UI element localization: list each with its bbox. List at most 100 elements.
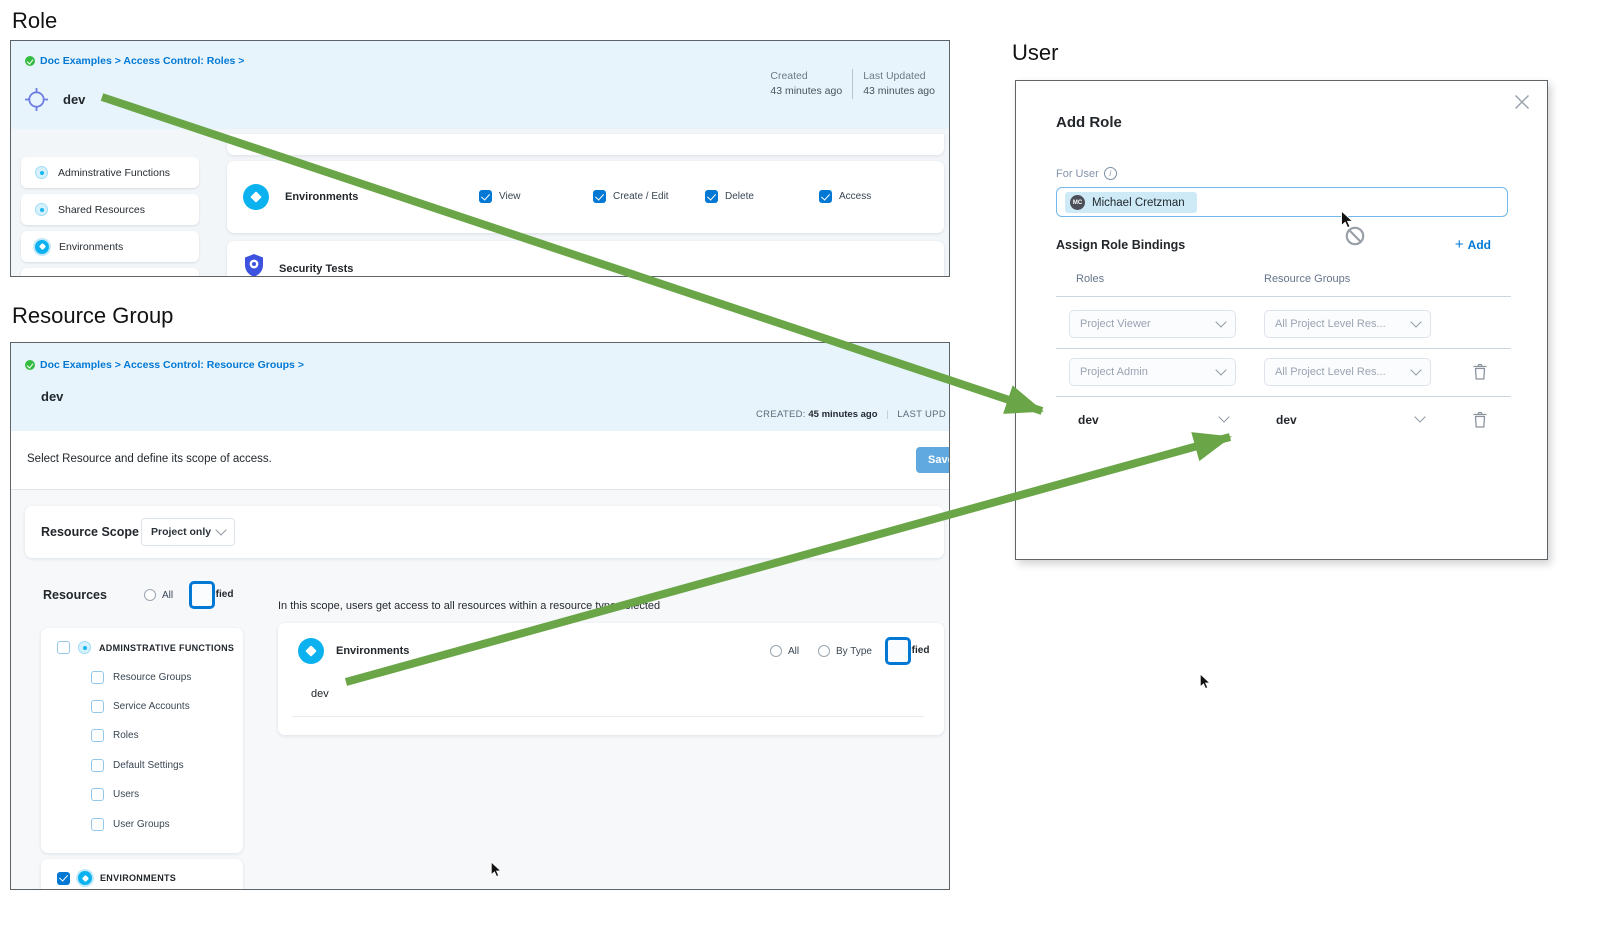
checkbox-unchecked[interactable] — [91, 671, 104, 684]
environments-icon — [35, 239, 49, 254]
resources-radio-specified[interactable]: Specified — [189, 580, 233, 609]
chevron-down-icon[interactable] — [1218, 411, 1230, 423]
role-select-row2[interactable]: Project Admin — [1069, 358, 1236, 386]
resource-tree-card: ADMINSTRATIVE FUNCTIONS Resource Groups … — [41, 628, 243, 853]
role-section-heading: Role — [12, 8, 58, 33]
resource-type-icon — [78, 641, 91, 654]
divider — [1056, 396, 1511, 397]
permission-view[interactable]: View — [479, 190, 521, 203]
permission-delete[interactable]: Delete — [705, 190, 754, 203]
checkbox-checked[interactable] — [593, 190, 606, 203]
for-user-input[interactable]: MC Michael Cretzman — [1056, 187, 1508, 217]
radio-selected[interactable] — [885, 636, 911, 665]
checkbox-checked[interactable] — [57, 871, 70, 885]
tree-item-user-groups[interactable]: User Groups — [91, 818, 170, 831]
radio-unselected[interactable] — [144, 589, 156, 601]
sidebar-item-administrative-functions[interactable]: Adminstrative Functions — [21, 157, 199, 188]
chevron-down-icon[interactable] — [1414, 411, 1426, 423]
mouse-cursor — [1199, 673, 1211, 690]
checkbox-checked[interactable] — [705, 190, 718, 203]
resource-scope-dropdown[interactable]: Project only — [141, 518, 235, 546]
delete-binding-icon[interactable] — [1472, 411, 1488, 429]
breadcrumb[interactable]: Doc Examples > Access Control: Roles > — [25, 55, 244, 67]
project-status-icon — [25, 360, 35, 370]
divider — [1056, 296, 1511, 297]
environments-icon — [298, 638, 324, 664]
checkbox-checked[interactable] — [479, 190, 492, 203]
tree-item-environments[interactable]: ENVIRONMENTS — [57, 871, 176, 885]
permission-resource-name: Security Tests — [279, 263, 354, 275]
for-user-label-row: For User — [1056, 167, 1117, 180]
tree-item-users[interactable]: Users — [91, 788, 139, 801]
resources-label: Resources — [43, 588, 107, 602]
resource-group-title: dev — [41, 389, 64, 404]
breadcrumb-text[interactable]: Doc Examples > Access Control: Resource … — [40, 359, 304, 371]
save-button[interactable]: Save — [916, 447, 949, 473]
scope-radio-by-type[interactable]: By Type — [818, 645, 872, 657]
resources-radio-all[interactable]: All — [144, 589, 173, 601]
environments-icon — [78, 871, 92, 885]
info-icon[interactable] — [1103, 167, 1117, 180]
resource-scope-card: Resource Scope Project only — [25, 506, 944, 558]
tree-item-roles[interactable]: Roles — [91, 729, 139, 742]
role-select-row1[interactable]: Project Viewer — [1069, 310, 1236, 338]
role-target-icon — [25, 88, 48, 111]
environments-icon — [243, 184, 269, 210]
checkbox-unchecked[interactable] — [91, 700, 104, 713]
breadcrumb-text[interactable]: Doc Examples > Access Control: Roles > — [40, 55, 245, 67]
divider — [1056, 348, 1511, 349]
sidebar-item-environments[interactable]: Environments — [21, 231, 199, 262]
permission-access[interactable]: Access — [819, 190, 871, 203]
resource-group-select-row1[interactable]: All Project Level Res... — [1264, 310, 1431, 338]
checkbox-unchecked[interactable] — [91, 729, 104, 742]
user-chip-name: Michael Cretzman — [1092, 196, 1185, 209]
tree-item-resource-groups[interactable]: Resource Groups — [91, 671, 191, 684]
scope-radio-all[interactable]: All — [770, 645, 799, 657]
security-tests-permission-row: Security Tests — [227, 241, 944, 276]
tree-item-default-settings[interactable]: Default Settings — [91, 759, 184, 772]
delete-binding-icon[interactable] — [1472, 363, 1488, 381]
checkbox-unchecked[interactable] — [91, 818, 104, 831]
tree-item-service-accounts[interactable]: Service Accounts — [91, 700, 190, 713]
user-chip[interactable]: MC Michael Cretzman — [1065, 192, 1197, 213]
add-binding-button[interactable]: + Add — [1454, 236, 1491, 253]
sidebar-item-shared-resources[interactable]: Shared Resources — [21, 194, 199, 225]
checkbox-checked[interactable] — [819, 190, 832, 203]
chevron-down-icon — [1410, 316, 1422, 328]
scope-subtitle: Select Resource and define its scope of … — [27, 453, 272, 465]
bindings-label: Assign Role Bindings — [1056, 238, 1186, 252]
tree-item-administrative-functions[interactable]: ADMINSTRATIVE FUNCTIONS — [57, 641, 234, 654]
role-panel: Doc Examples > Access Control: Roles > d… — [10, 40, 950, 277]
sidebar-item-partial[interactable] — [21, 268, 199, 276]
updated-meta: Last Updated 43 minutes ago — [852, 69, 945, 99]
environments-tree-card: ENVIRONMENTS — [41, 859, 243, 889]
close-icon[interactable] — [1513, 93, 1531, 111]
resource-group-meta: CREATED: 45 minutes ago | LAST UPD — [756, 409, 946, 420]
checkbox-unchecked[interactable] — [57, 641, 70, 654]
security-tests-shield-icon — [245, 254, 263, 276]
resource-group-select-row3[interactable]: dev — [1276, 413, 1297, 427]
resource-group-header: Doc Examples > Access Control: Resource … — [11, 343, 949, 431]
role-title: dev — [63, 92, 86, 107]
blocked-cursor-icon — [1345, 226, 1365, 246]
checkbox-unchecked[interactable] — [91, 759, 104, 772]
mouse-cursor — [1341, 210, 1354, 229]
column-header-resource-groups: Resource Groups — [1264, 273, 1351, 285]
resource-group-body: Resource Scope Project only Resources Al… — [11, 490, 949, 889]
permission-create-edit[interactable]: Create / Edit — [593, 190, 669, 203]
resource-group-select-row2[interactable]: All Project Level Res... — [1264, 358, 1431, 386]
breadcrumb[interactable]: Doc Examples > Access Control: Resource … — [25, 359, 304, 371]
chevron-down-icon — [1215, 316, 1227, 328]
checkbox-unchecked[interactable] — [91, 788, 104, 801]
environments-permission-row: Environments View Create / Edit Delete A… — [227, 161, 944, 233]
chevron-down-icon — [215, 524, 227, 536]
radio-unselected[interactable] — [818, 645, 830, 657]
avatar: MC — [1070, 195, 1085, 210]
radio-unselected[interactable] — [770, 645, 782, 657]
radio-selected[interactable] — [189, 580, 215, 609]
resource-group-subbar: Select Resource and define its scope of … — [11, 431, 949, 489]
resource-type-icon — [35, 166, 48, 179]
scope-radio-specified[interactable]: Specified — [885, 636, 929, 665]
add-role-modal: Add Role For User MC Michael Cretzman As… — [1015, 80, 1548, 560]
role-select-row3[interactable]: dev — [1078, 413, 1099, 427]
